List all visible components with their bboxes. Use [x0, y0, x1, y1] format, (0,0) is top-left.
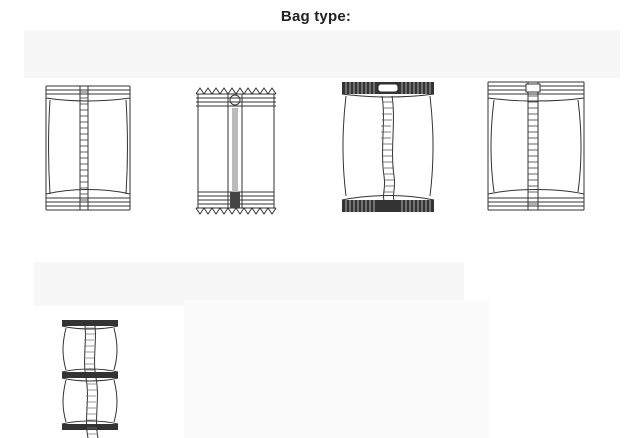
background-band-bottom — [34, 262, 464, 306]
cropped-text-remnant — [150, 0, 260, 2]
pillow-bag-icon — [42, 82, 134, 214]
background-panel — [184, 300, 490, 438]
hang-hole-bag-icon — [340, 80, 436, 214]
serrated-pillow-bag-icon — [194, 86, 280, 220]
gusset-bag-icon — [486, 80, 586, 214]
linked-bags-icon — [58, 318, 122, 438]
background-band-top — [24, 30, 620, 78]
bag-type-heading: Bag type: — [280, 8, 352, 25]
